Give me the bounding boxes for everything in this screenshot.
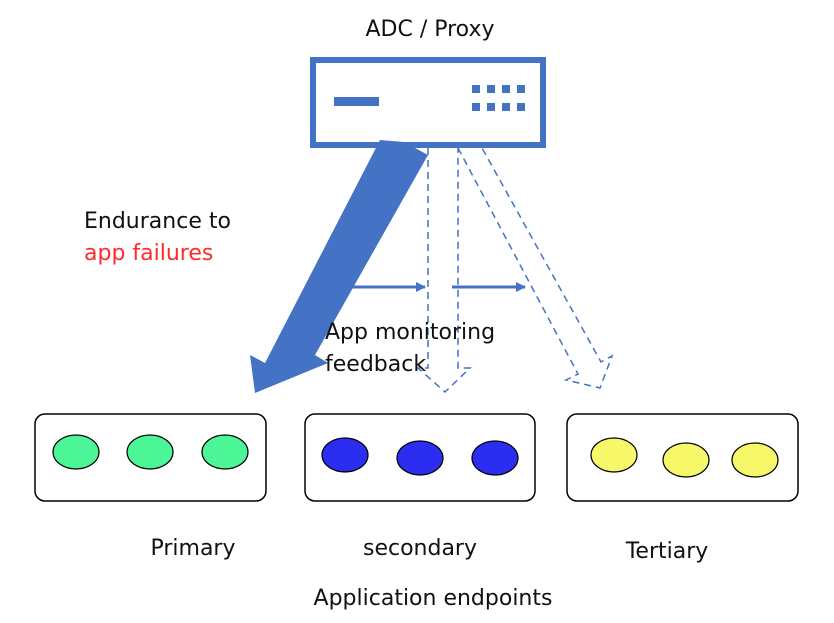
endpoint-node <box>396 440 444 476</box>
group-label-tertiary: Tertiary <box>625 539 709 564</box>
standby-arrow-secondary <box>416 148 472 394</box>
load-balancer-icon <box>310 57 546 148</box>
group-label-primary: Primary <box>150 536 235 561</box>
endpoint-group-primary <box>34 413 267 502</box>
endpoint-node <box>126 434 174 470</box>
endpoint-node <box>201 434 249 470</box>
endpoint-node <box>471 440 519 476</box>
endpoint-group-secondary <box>304 413 536 502</box>
endpoint-node <box>590 437 638 473</box>
endpoint-group-tertiary <box>566 413 799 502</box>
monitoring-label: App monitoring feedback <box>325 320 502 377</box>
monitoring-label-line1: App monitoring <box>325 320 495 345</box>
active-traffic-arrow <box>250 140 428 393</box>
endpoint-node <box>662 442 710 478</box>
endurance-label: Endurance to app failures <box>84 209 238 266</box>
endurance-label-line1: Endurance to <box>84 209 231 234</box>
monitoring-label-line2: feedback <box>325 352 426 377</box>
endpoints-caption: Application endpoints <box>314 586 553 611</box>
endpoint-node <box>52 434 100 470</box>
standby-arrow-tertiary <box>457 147 614 389</box>
endurance-label-line2: app failures <box>84 241 213 266</box>
endpoint-node <box>731 442 779 478</box>
group-label-secondary: secondary <box>363 536 477 561</box>
device-title: ADC / Proxy <box>365 17 494 42</box>
endpoint-node <box>321 437 369 473</box>
